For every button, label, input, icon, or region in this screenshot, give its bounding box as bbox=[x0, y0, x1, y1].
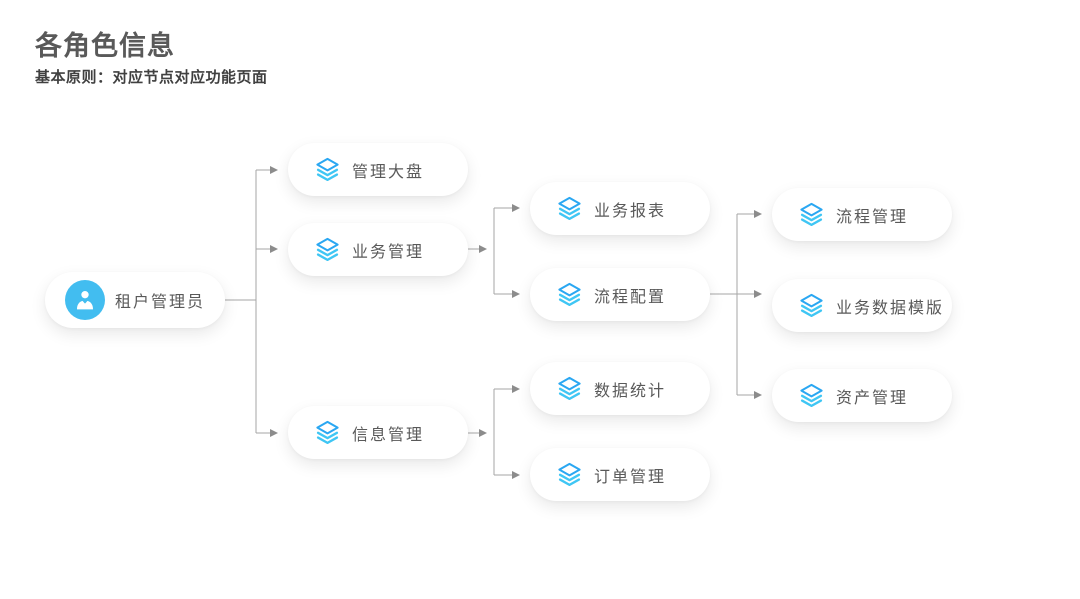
node-label: 业务数据模版 bbox=[836, 299, 945, 317]
layers-icon bbox=[556, 375, 583, 402]
layers-icon bbox=[798, 382, 825, 409]
layers-icon bbox=[556, 461, 583, 488]
node-label: 流程管理 bbox=[836, 208, 909, 226]
node-label: 业务管理 bbox=[352, 243, 425, 261]
node-business-management: 业务管理 bbox=[288, 223, 468, 276]
node-label: 资产管理 bbox=[836, 389, 909, 407]
node-business-data-template: 业务数据模版 bbox=[772, 279, 952, 332]
user-icon bbox=[65, 280, 105, 320]
node-data-statistics: 数据统计 bbox=[530, 362, 710, 415]
layers-icon bbox=[556, 281, 583, 308]
node-label: 订单管理 bbox=[594, 468, 667, 486]
node-label: 数据统计 bbox=[594, 382, 667, 400]
node-management-dashboard: 管理大盘 bbox=[288, 143, 468, 196]
layers-icon bbox=[314, 156, 341, 183]
node-business-report: 业务报表 bbox=[530, 182, 710, 235]
node-asset-management: 资产管理 bbox=[772, 369, 952, 422]
node-order-management: 订单管理 bbox=[530, 448, 710, 501]
node-label: 业务报表 bbox=[594, 202, 667, 220]
layers-icon bbox=[314, 236, 341, 263]
layers-icon bbox=[798, 292, 825, 319]
node-info-management: 信息管理 bbox=[288, 406, 468, 459]
page-subtitle: 基本原则：对应节点对应功能页面 bbox=[35, 69, 268, 86]
layers-icon bbox=[314, 419, 341, 446]
node-tenant-admin: 租户管理员 bbox=[45, 272, 225, 328]
node-label: 租户管理员 bbox=[115, 294, 206, 311]
page-title: 各角色信息 bbox=[35, 31, 175, 61]
node-label: 信息管理 bbox=[352, 426, 425, 444]
layers-icon bbox=[798, 201, 825, 228]
node-process-management: 流程管理 bbox=[772, 188, 952, 241]
layers-icon bbox=[556, 195, 583, 222]
node-label: 管理大盘 bbox=[352, 163, 425, 181]
node-label: 流程配置 bbox=[594, 288, 667, 306]
node-process-config: 流程配置 bbox=[530, 268, 710, 321]
